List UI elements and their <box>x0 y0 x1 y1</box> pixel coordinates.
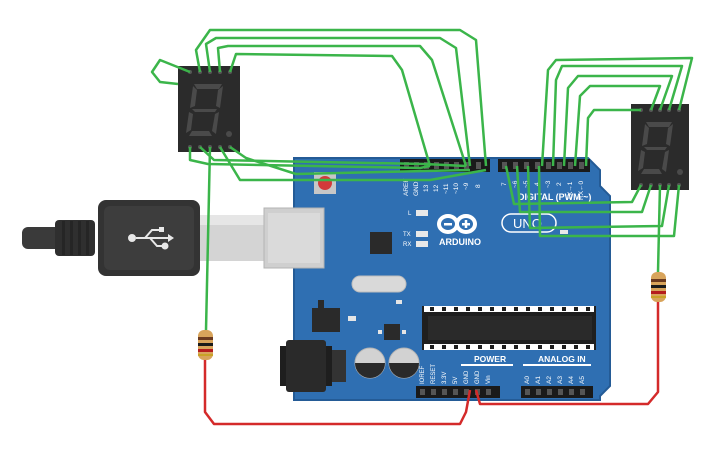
voltage-regulator <box>312 308 340 332</box>
ground-wires[interactable] <box>203 302 660 426</box>
pin-label: ~10 <box>453 183 460 194</box>
pin-label: 4 <box>534 182 541 186</box>
digital-pin-labels: AREF GND 13 12 ~11 ~10 ~9 8 7 ~6 ~5 4 ~3… <box>403 179 585 200</box>
wire-left-com[interactable] <box>204 146 212 331</box>
pin-label: 3.3V <box>442 372 448 384</box>
signal-wires[interactable] <box>150 28 694 331</box>
pin-label: A5 <box>579 376 586 384</box>
wire-gnd-right[interactable] <box>474 302 660 406</box>
onboard-leds: L TX RX <box>403 210 428 248</box>
wire-left-b[interactable] <box>194 28 488 167</box>
wire-right-e[interactable] <box>540 56 694 167</box>
wire-left-i[interactable] <box>229 145 471 176</box>
pin-label: IOREF <box>420 365 426 384</box>
pin-label: GND <box>475 370 481 384</box>
pin-label: GND <box>413 181 420 196</box>
pin-label: 12 <box>433 184 440 192</box>
wire-left-g[interactable] <box>199 146 467 168</box>
pin-label: GND <box>464 370 470 384</box>
wire-right-a[interactable] <box>584 108 641 167</box>
pin-label: 8 <box>475 184 482 188</box>
pin-label: A2 <box>546 376 553 384</box>
reset-button-icon[interactable] <box>314 172 336 194</box>
pin-label: 7 <box>501 182 508 186</box>
barrel-jack-icon[interactable] <box>280 340 346 392</box>
pin-label: ~3 <box>545 180 552 188</box>
resistor-icon[interactable] <box>198 330 213 360</box>
analog-section-label: ANALOG IN <box>538 354 586 364</box>
wire-left-d[interactable] <box>216 44 468 167</box>
led-label: RX <box>403 242 411 248</box>
arduino-brand: ARDUINO <box>439 237 481 247</box>
resistor-icon[interactable] <box>651 272 666 302</box>
usb-b-connector-icon <box>128 227 174 250</box>
pin-label: TX→1 <box>567 181 574 200</box>
electrolytic-capacitor-icon <box>388 347 420 379</box>
right-seven-segment-display[interactable] <box>631 104 689 190</box>
analog-pin-labels: A0 A1 A2 A3 A4 A5 <box>524 376 586 384</box>
wire-right-i[interactable] <box>537 165 681 238</box>
pin-label: 2 <box>556 182 563 186</box>
pin-label: A3 <box>557 376 564 384</box>
power-section-label: POWER <box>474 354 506 364</box>
pin-label: 5V <box>453 377 459 384</box>
power-pin-labels: IOREF RESET 3.3V 5V GND GND Vin <box>420 364 492 384</box>
digital-section-label: DIGITAL (PWM ~) <box>518 192 591 202</box>
wire-left-a[interactable] <box>150 58 191 86</box>
pin-label: ~5 <box>523 180 530 188</box>
pin-label: A0 <box>524 376 531 384</box>
wire-right-g[interactable] <box>515 165 653 214</box>
pin-label: RESET <box>431 364 437 384</box>
led-label: L <box>408 211 412 217</box>
usb-cable[interactable] <box>22 200 264 276</box>
arduino-uno-board[interactable]: AREF GND 13 12 ~11 ~10 ~9 8 7 ~6 ~5 4 ~3… <box>263 157 611 401</box>
left-digit-segments <box>186 84 232 137</box>
wire-right-h[interactable] <box>526 165 671 230</box>
pin-label: A1 <box>535 376 542 384</box>
led-label: TX <box>403 232 411 238</box>
wire-left-h[interactable] <box>218 146 487 182</box>
pin-label: ~11 <box>443 183 450 194</box>
wire-left-c[interactable] <box>204 36 472 167</box>
pin-label: ~9 <box>463 182 470 190</box>
atmega-microcontroller <box>422 306 596 350</box>
crystal-oscillator <box>351 275 407 293</box>
pin-label: AREF <box>403 179 410 196</box>
wire-gnd-left[interactable] <box>203 360 472 426</box>
pin-label: 13 <box>423 184 430 192</box>
wire-left-f[interactable] <box>188 147 431 170</box>
pin-label: ~6 <box>512 180 519 188</box>
pin-label: Vin <box>486 375 492 384</box>
pin-label: A4 <box>568 376 575 384</box>
digital-header-right <box>498 159 590 172</box>
electrolytic-capacitor-icon <box>354 347 386 379</box>
wire-right-f[interactable] <box>504 165 643 206</box>
pin-label: RX←0 <box>578 180 585 200</box>
left-seven-segment-display[interactable] <box>178 66 240 152</box>
usb-chip <box>370 232 392 254</box>
right-digit-segments <box>638 122 683 175</box>
wire-right-com[interactable] <box>656 184 662 273</box>
wire-right-c[interactable] <box>562 74 674 167</box>
wire-right-b[interactable] <box>573 84 662 167</box>
wire-right-d[interactable] <box>551 64 684 167</box>
wire-left-e[interactable] <box>228 52 432 167</box>
arduino-infinity-logo-icon <box>437 214 477 234</box>
